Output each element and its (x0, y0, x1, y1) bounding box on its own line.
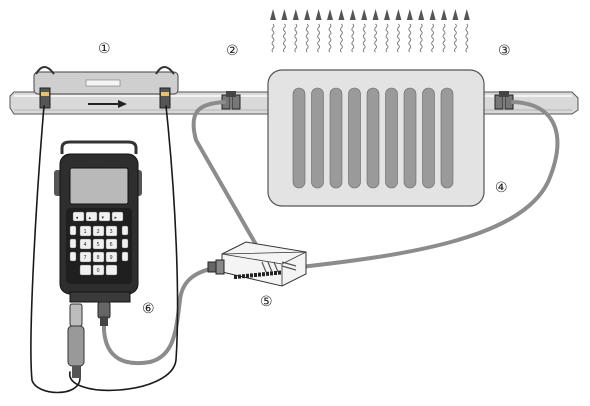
label-6: ⑥ (142, 301, 155, 317)
keypad-key-digit: 5 (97, 242, 100, 248)
keypad-key (79, 238, 92, 250)
keypad-key (105, 238, 118, 250)
device-connector-plug-right (97, 301, 111, 326)
keypad-key (85, 211, 98, 222)
keypad-key (105, 264, 118, 276)
keypad-key-arrow: ▴ (89, 215, 92, 221)
radiator-fin (422, 87, 435, 189)
device-brand: ORION (88, 160, 105, 166)
device-connector-plug-left (67, 303, 85, 378)
label-4: ④ (495, 180, 508, 196)
handheld-meter: ORION ◂ ▴ ▾ ▸ 1 2 3 4 5 6 7 8 9 0 (54, 140, 142, 303)
radiator-fin (403, 87, 417, 189)
keypad-key (72, 211, 85, 222)
radiator-fin (366, 87, 380, 189)
label-2: ② (226, 43, 239, 59)
keypad-key-digit: 7 (84, 255, 87, 261)
keypad-key-arrow: ▾ (102, 215, 105, 221)
label-1: ① (98, 41, 111, 57)
radiator-fin (348, 87, 361, 189)
keypad-key-arrow: ◂ (76, 215, 79, 221)
keypad-key-digit: 6 (110, 242, 113, 248)
label-3: ③ (498, 43, 511, 59)
flow-direction-arrow (88, 100, 127, 108)
keypad-key (79, 251, 92, 263)
keypad-key (79, 225, 92, 237)
radiator-fin (329, 87, 343, 189)
keypad-key (111, 211, 124, 222)
keypad-key (105, 251, 118, 263)
keypad-key (105, 225, 118, 237)
heat-emission-icon (270, 9, 470, 53)
keypad-key-digit: 1 (84, 229, 87, 235)
keypad-key-digit: 2 (97, 229, 100, 235)
keypad-key-digit: 3 (110, 229, 113, 235)
ultrasonic-flow-sensor (33, 66, 179, 109)
keypad-key-digit: 8 (97, 255, 100, 261)
radiator-fin (292, 87, 306, 189)
keypad-key-digit: 0 (97, 268, 100, 274)
keypad-key (92, 225, 105, 237)
keypad-key-arrow: ▸ (115, 215, 118, 221)
radiator (267, 69, 485, 207)
radiator-fin (311, 87, 324, 189)
device-screen (69, 167, 129, 205)
keypad-key (92, 238, 105, 250)
radiator-fin (440, 87, 454, 189)
keypad-key (98, 211, 111, 222)
keypad-key-digit: 9 (110, 255, 113, 261)
keypad-key-digit: 4 (84, 242, 87, 248)
keypad-key (79, 264, 92, 276)
junction-box (207, 241, 307, 287)
keypad-key (92, 251, 105, 263)
keypad-key (92, 264, 105, 276)
cables (30, 100, 560, 394)
radiator-fin (385, 87, 398, 189)
label-5: ⑤ (260, 294, 273, 310)
